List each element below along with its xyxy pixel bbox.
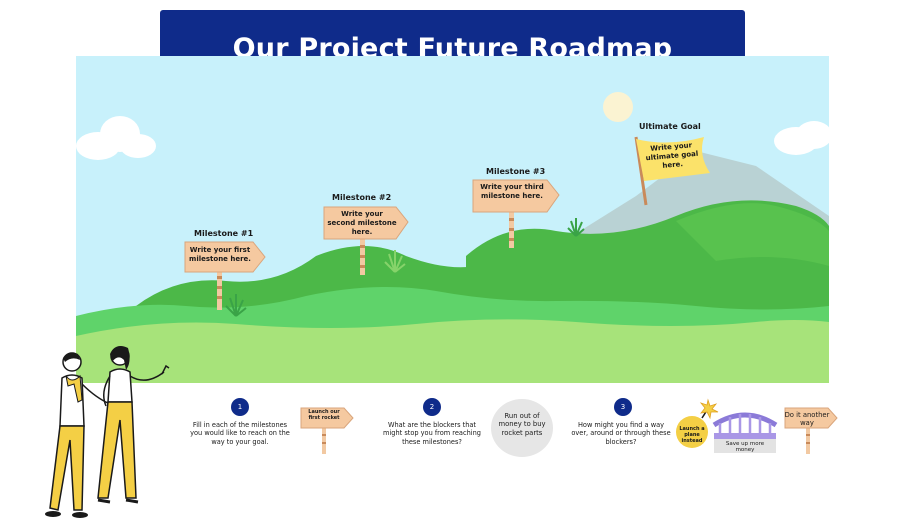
- signpost-icon: [184, 241, 266, 310]
- signpost-icon: [323, 206, 409, 275]
- roadmap-scene: Milestone #1 Write your first milestone …: [76, 56, 829, 383]
- milestone-2-label: Milestone #2: [332, 193, 392, 202]
- step-3-number: 3: [614, 398, 632, 416]
- grass-icon: [384, 250, 406, 273]
- flag-icon: [634, 136, 710, 206]
- cloud-icon: [76, 116, 156, 160]
- milestone-1-sign-text[interactable]: Write your first milestone here.: [189, 246, 251, 263]
- milestone-2-sign-text[interactable]: Write your second milestone here.: [327, 210, 397, 236]
- bomb-icon: [676, 398, 719, 448]
- milestone-3-sign-text[interactable]: Write your third milestone here.: [480, 183, 544, 200]
- cloud-icon: [774, 121, 829, 155]
- step-1-text: Fill in each of the milestones you would…: [190, 421, 290, 446]
- milestone-1-label: Milestone #1: [194, 229, 254, 238]
- signpost-icon: [784, 407, 838, 454]
- step-2-example: Run out of money to buy rocket parts: [498, 412, 546, 437]
- sun-icon: [603, 92, 633, 122]
- grass-icon: [567, 218, 585, 237]
- blocker-circle: [491, 399, 553, 457]
- ultimate-goal-flag-text[interactable]: Write your ultimate goal here.: [645, 141, 699, 170]
- step-3-bridge-text: Save up more money: [725, 441, 765, 453]
- step-1-number: 1: [231, 398, 249, 416]
- signpost-icon: [300, 407, 354, 454]
- step-3-text: How might you find a way over, around or…: [571, 421, 671, 446]
- step-3-bomb-text: Launch a plane instead: [679, 426, 705, 444]
- grass-icon: [225, 294, 247, 317]
- step-1-example: Launch our first rocket: [308, 409, 340, 421]
- bridge-icon: [712, 412, 778, 453]
- step-3-example: Do it another way: [784, 411, 830, 428]
- landscape-illustration: [76, 56, 829, 383]
- people-illustration: [45, 346, 170, 518]
- signpost-icon: [472, 179, 560, 248]
- ultimate-goal-label: Ultimate Goal: [639, 122, 701, 131]
- step-2-text: What are the blockers that might stop yo…: [383, 421, 481, 446]
- milestone-3-label: Milestone #3: [486, 167, 546, 176]
- step-2-number: 2: [423, 398, 441, 416]
